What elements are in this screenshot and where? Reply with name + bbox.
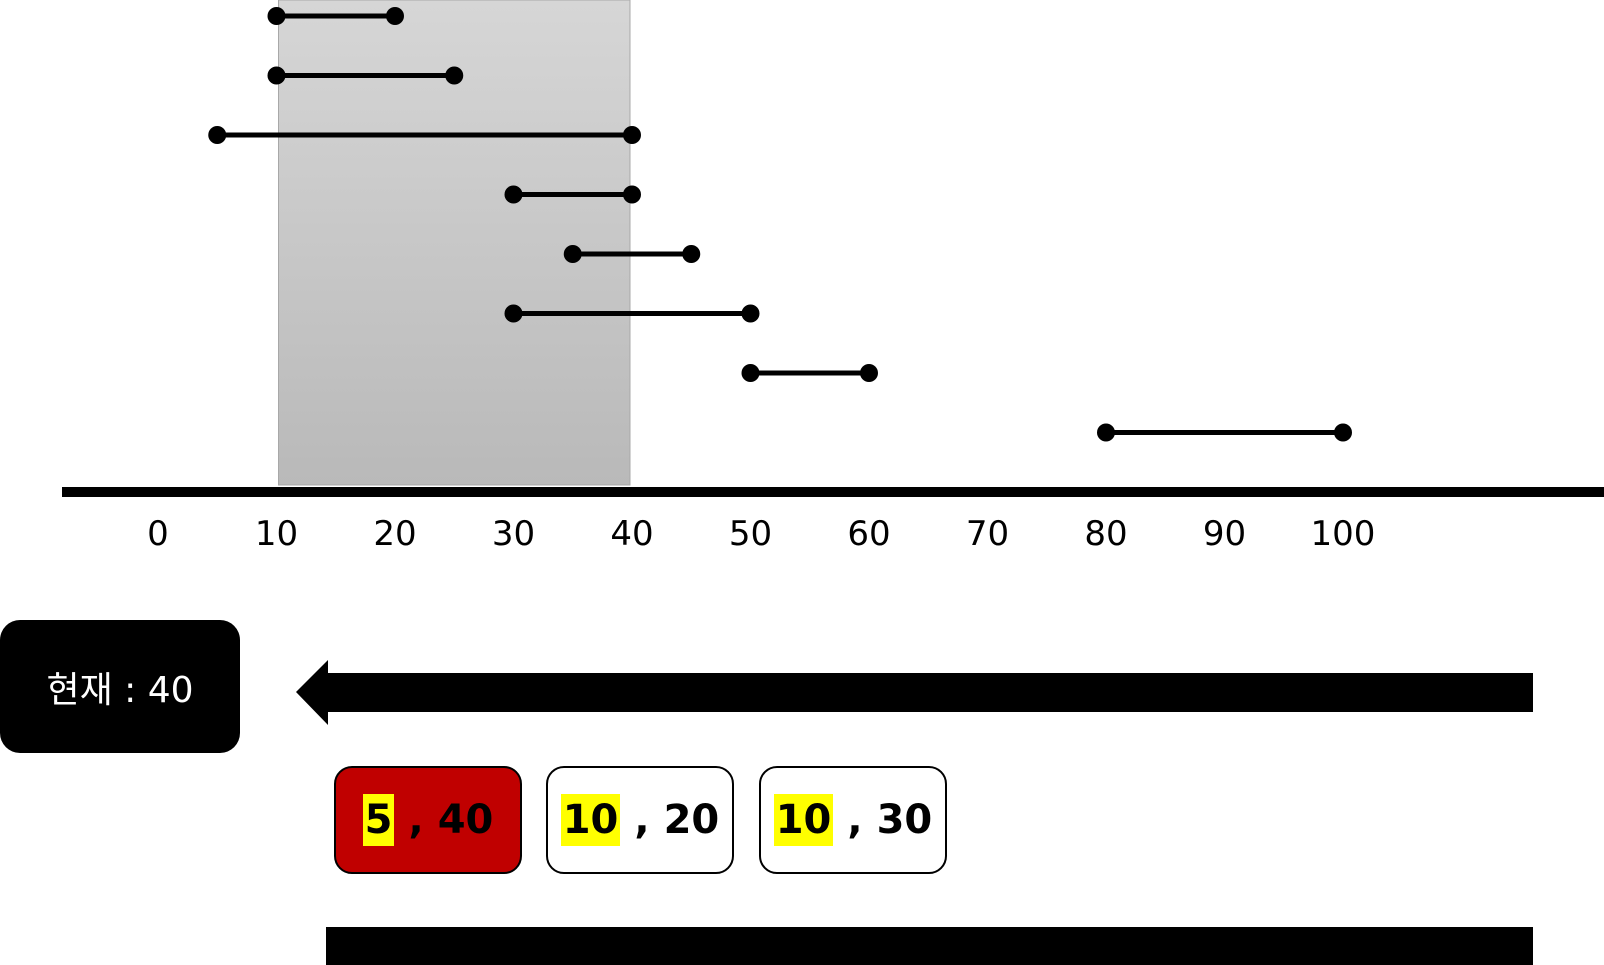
interval-start-point	[267, 66, 286, 85]
queue-item-end: 30	[876, 797, 933, 843]
current-value-box: 현재 : 40	[0, 620, 240, 753]
interval-start-point	[504, 304, 523, 323]
axis-tick-label: 70	[966, 514, 1009, 554]
left-arrow	[296, 660, 1533, 725]
number-line-axis	[62, 487, 1604, 497]
axis-tick-label: 40	[610, 514, 653, 554]
interval-start-point	[504, 185, 523, 204]
axis-tick-label: 10	[255, 514, 298, 554]
axis-tick-label: 60	[847, 514, 890, 554]
interval-segment	[1097, 423, 1352, 442]
axis-tick-label: 0	[147, 514, 169, 554]
interval-segment	[504, 185, 641, 204]
interval-end-point	[741, 304, 760, 323]
axis-tick-label: 90	[1203, 514, 1246, 554]
queue-item-start: 10	[773, 794, 834, 846]
interval-end-point	[623, 126, 641, 144]
bottom-bar	[326, 927, 1533, 965]
interval-start-point	[1097, 423, 1115, 442]
queue-item-separator: ,	[847, 797, 863, 843]
interval-end-point	[860, 364, 878, 382]
queue-item: 10,30	[759, 766, 947, 874]
interval-end-point	[445, 66, 464, 85]
queue-item-start: 5	[362, 794, 395, 846]
interval-segment	[741, 364, 878, 382]
queue-item: 10,20	[546, 766, 734, 874]
axis-tick-label: 20	[373, 514, 416, 554]
interval-end-point	[623, 185, 641, 204]
interval-segments	[208, 7, 1352, 442]
interval-start-point	[208, 126, 227, 144]
queue-item-start: 10	[560, 794, 621, 846]
queue-item: 5,40	[334, 766, 522, 874]
queue-item-separator: ,	[634, 797, 650, 843]
queue-item-end: 40	[437, 797, 494, 843]
axis-tick-label: 80	[1084, 514, 1127, 554]
queue-item-separator: ,	[408, 797, 424, 843]
axis-tick-label: 30	[492, 514, 535, 554]
axis-tick-label: 50	[729, 514, 772, 554]
axis-tick-labels: 0 10 20 30 40 50 60 70 80 90 100	[147, 514, 1375, 554]
axis-tick-label: 100	[1311, 514, 1376, 554]
interval-segment	[267, 7, 404, 25]
current-value-label: 현재 : 40	[46, 669, 194, 711]
interval-segment	[504, 304, 760, 323]
interval-end-point	[1334, 423, 1352, 442]
interval-segment	[208, 126, 641, 144]
interval-end-point	[682, 245, 701, 263]
interval-start-point	[267, 7, 286, 25]
interval-segment	[267, 66, 464, 85]
interval-start-point	[741, 364, 760, 382]
queue-item-end: 20	[663, 797, 720, 843]
interval-start-point	[563, 245, 582, 263]
interval-segment	[563, 245, 701, 263]
interval-end-point	[386, 7, 404, 25]
